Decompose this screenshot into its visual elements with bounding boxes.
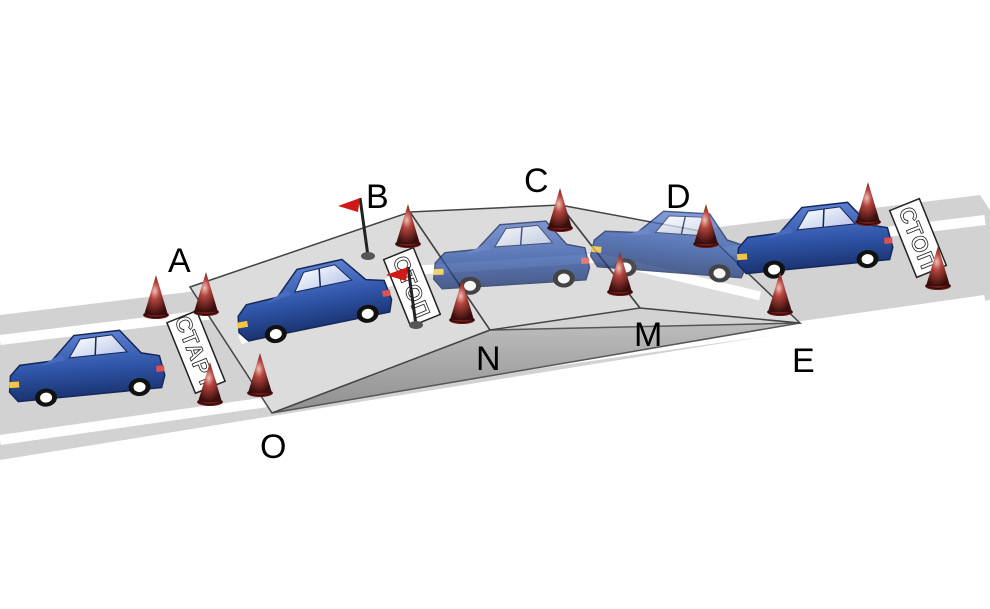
point-label-b: B: [366, 178, 389, 216]
point-label-m: M: [634, 316, 662, 354]
point-label-e: E: [792, 342, 815, 380]
point-labels: A B C D E M N O: [168, 162, 815, 466]
point-label-n: N: [476, 340, 501, 378]
point-label-o: O: [260, 428, 286, 466]
point-label-c: C: [524, 162, 549, 200]
point-label-d: D: [666, 178, 691, 216]
point-label-a: A: [168, 242, 191, 280]
cone-icon: [854, 181, 882, 227]
